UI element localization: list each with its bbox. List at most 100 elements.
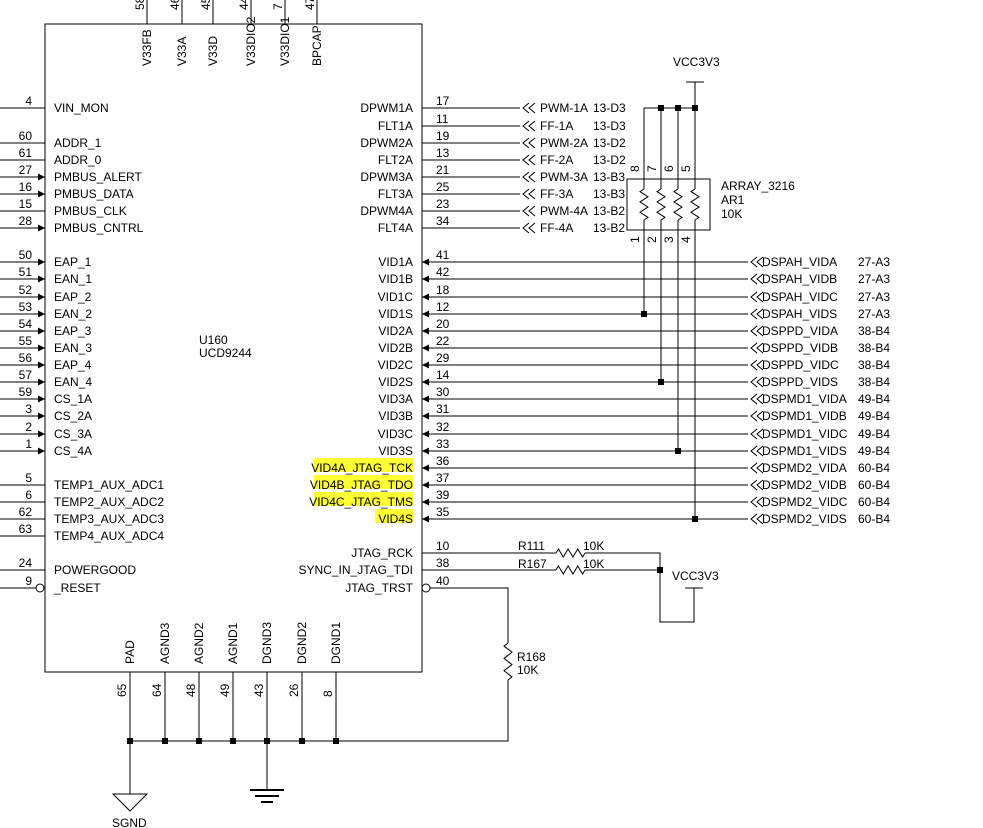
left-pin-number: 6 xyxy=(25,488,32,502)
junction-dot xyxy=(657,567,663,573)
right-pin-label: VID4A_JTAG_TCK xyxy=(311,461,413,475)
left-pin-number: 3 xyxy=(25,402,32,416)
right-pin-label: JTAG_RCK xyxy=(351,546,413,560)
vid-port-ref: 27-A3 xyxy=(858,255,890,269)
right-pin-number: 32 xyxy=(436,420,450,434)
pwm-port-ref: 13-B3 xyxy=(593,187,625,201)
vid-port-ref: 38-B4 xyxy=(858,358,890,372)
jtag-trst-wire xyxy=(430,587,509,643)
port-flag xyxy=(750,410,758,422)
left-pin-number: 1 xyxy=(25,437,32,451)
port-flag xyxy=(750,256,758,268)
r168-value: 10K xyxy=(517,663,538,677)
vid-port-ref: 49-B4 xyxy=(858,427,890,441)
port-flag xyxy=(750,462,758,474)
pwm-port-name: PWM-1A xyxy=(540,101,588,115)
pwm-port-ref: 13-B2 xyxy=(593,221,625,235)
pwm-port-ref: 13-D3 xyxy=(593,119,626,133)
port-flag xyxy=(528,222,536,234)
left-pin-label: POWERGOOD xyxy=(54,563,136,577)
right-pin-number: 33 xyxy=(436,437,450,451)
left-pin-label: ADDR_1 xyxy=(54,136,102,150)
top-pin-number: 46 xyxy=(168,0,182,10)
vid-port-name: DSPPD_VIDB xyxy=(762,341,838,355)
array-ref: AR1 xyxy=(721,193,745,207)
vid-port-name: DSPMD1_VIDA xyxy=(762,392,847,406)
vid-port-ref: 49-B4 xyxy=(858,444,890,458)
array-bottom-pin-number: 4 xyxy=(679,236,693,243)
left-pin-label: EAN_4 xyxy=(54,375,92,389)
input-arrow xyxy=(38,310,45,318)
array-top-pin-number: 6 xyxy=(662,165,676,172)
vid-port-ref: 49-B4 xyxy=(858,409,890,423)
left-pin-number: 28 xyxy=(19,214,33,228)
left-pin-label: EAP_2 xyxy=(54,290,92,304)
input-arrow xyxy=(38,275,45,283)
right-pin-number: 12 xyxy=(436,300,450,314)
right-pin-label: VID3B xyxy=(378,409,413,423)
port-flag xyxy=(756,428,764,440)
port-flag xyxy=(750,308,758,320)
vid-port-ref: 27-A3 xyxy=(858,307,890,321)
left-pin-label: EAN_1 xyxy=(54,272,92,286)
bottom-pin-label: PAD xyxy=(123,640,137,664)
right-pin-number: 22 xyxy=(436,334,450,348)
highlight-mark xyxy=(313,458,413,472)
input-arrow xyxy=(38,173,45,181)
port-flag xyxy=(750,479,758,491)
array-bottom-pin-number: 2 xyxy=(645,236,659,243)
left-pin-label: PMBUS_ALERT xyxy=(54,170,142,184)
right-pin-number: 29 xyxy=(436,351,450,365)
right-pin-number: 30 xyxy=(436,385,450,399)
left-pin-label: TEMP4_AUX_ADC4 xyxy=(54,529,164,543)
top-pin-number: 58 xyxy=(133,0,147,10)
left-pin-label: TEMP1_AUX_ADC1 xyxy=(54,478,164,492)
array-resistor xyxy=(690,188,700,221)
top-pin-number: 45 xyxy=(199,0,213,10)
ground-icon xyxy=(250,789,284,803)
port-flag xyxy=(522,188,530,200)
vid-port-name: DSPMD2_VIDA xyxy=(762,461,847,475)
left-pin-number: 62 xyxy=(19,505,33,519)
input-arrow xyxy=(38,412,45,420)
right-pin-number: 25 xyxy=(436,180,450,194)
right-pin-number: 13 xyxy=(436,146,450,160)
junction-dot xyxy=(675,448,681,454)
left-pin-label: PMBUS_CLK xyxy=(54,204,127,218)
right-pin-number: 21 xyxy=(436,163,450,177)
left-pin-number: 57 xyxy=(19,368,33,382)
top-pin-number: 7 xyxy=(271,3,285,10)
pwm-port-ref: 13-B2 xyxy=(593,204,625,218)
right-pin-number: 35 xyxy=(436,505,450,519)
right-pin-label: VID2C xyxy=(378,358,414,372)
right-pin-label: JTAG_TRST xyxy=(345,581,413,595)
left-pin-number: 55 xyxy=(19,334,33,348)
port-flag xyxy=(750,325,758,337)
port-flag xyxy=(756,496,764,508)
highlight-mark xyxy=(313,492,413,506)
left-pin-number: 24 xyxy=(19,556,33,570)
r111-value: 10K xyxy=(583,539,604,553)
right-pin-label: SYNC_IN_JTAG_TDI xyxy=(299,563,413,577)
left-pin-label: CS_2A xyxy=(54,409,92,423)
bottom-pin-label: AGND1 xyxy=(226,622,240,664)
input-arrow xyxy=(38,378,45,386)
port-flag xyxy=(528,137,536,149)
right-pin-number: 34 xyxy=(436,214,450,228)
bottom-pin-number: 65 xyxy=(115,683,129,697)
vid-port-name: DSPMD1_VIDC xyxy=(762,427,848,441)
vid-port-ref: 60-B4 xyxy=(858,461,890,475)
pwm-port-ref: 13-B3 xyxy=(593,170,625,184)
right-pin-number: 10 xyxy=(436,539,450,553)
input-arrow xyxy=(38,190,45,198)
input-arrow xyxy=(38,327,45,335)
right-pin-number: 23 xyxy=(436,197,450,211)
vid-port-ref: 38-B4 xyxy=(858,324,890,338)
vid-port-ref: 38-B4 xyxy=(858,341,890,355)
pwm-port-name: FF-4A xyxy=(540,221,573,235)
right-pin-label: DPWM4A xyxy=(360,204,413,218)
vid-port-ref: 27-A3 xyxy=(858,290,890,304)
r167-body xyxy=(555,565,586,575)
input-arrow xyxy=(38,395,45,403)
input-arrow xyxy=(422,481,429,489)
